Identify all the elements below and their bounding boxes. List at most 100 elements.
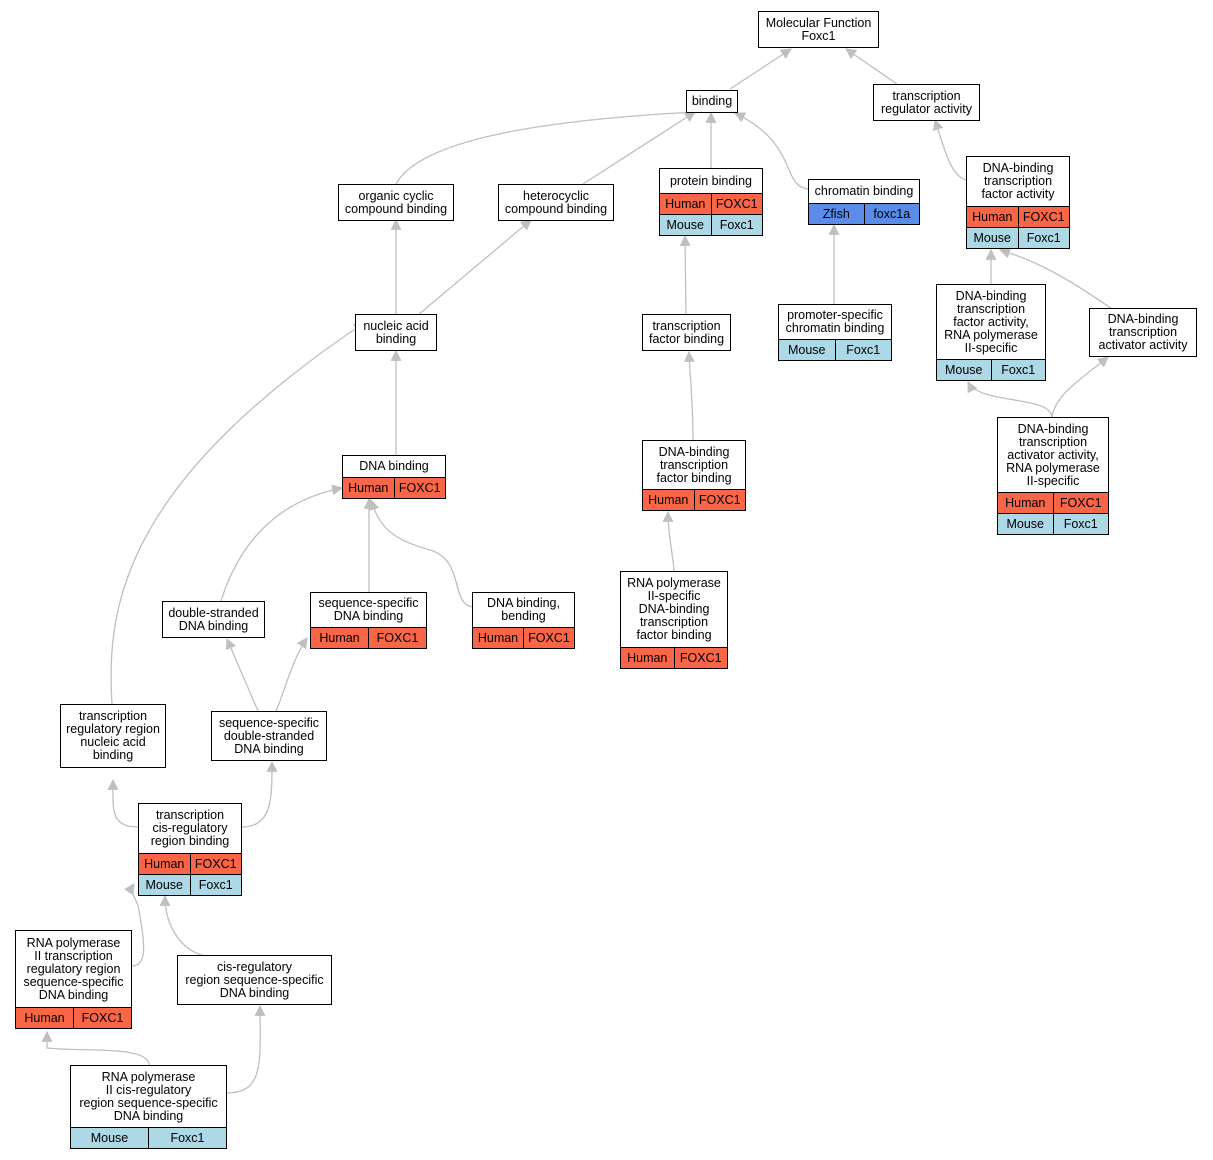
node-title-line: DNA binding xyxy=(113,1108,184,1123)
node-title-line: compound binding xyxy=(504,201,608,216)
species-label: Human xyxy=(348,481,389,495)
species-row-human: Human FOXC1 xyxy=(473,627,574,648)
species-label: Mouse xyxy=(90,1131,129,1145)
edge-pol2-cis-to-pol2-trr xyxy=(41,1030,150,1066)
node-title-line: II-specific xyxy=(647,589,701,603)
node-title-line: RNA polymerase xyxy=(26,935,121,950)
node-title-line: factor binding xyxy=(636,628,712,642)
node-title-line: cis-regulatory xyxy=(152,821,228,835)
node-title-line: region sequence-specific xyxy=(185,972,324,987)
gene-symbol: FOXC1 xyxy=(523,628,574,648)
edge-binding-to-mf xyxy=(729,48,792,90)
edge-dbtaa-pol2-to-dbtaa xyxy=(1051,356,1109,418)
gene-symbol: Foxc1 xyxy=(1017,228,1070,248)
edge-ss-ds-to-ds xyxy=(225,637,259,712)
edge-dbtfa-to-trans-reg xyxy=(932,118,967,181)
node-title-line: DNA-binding xyxy=(638,602,710,616)
node-title-line: II-specific xyxy=(1026,473,1080,488)
species-label: Human xyxy=(477,631,519,645)
edge-hetero-to-binding xyxy=(582,111,696,185)
edge-ds-to-dna xyxy=(220,484,344,602)
node-title-line: transcription xyxy=(652,318,721,333)
node-binding[interactable]: binding xyxy=(686,90,738,113)
edge-chromatin-to-binding xyxy=(734,112,809,190)
gene-symbol: FOXC1 xyxy=(1052,493,1109,513)
node-title: DNA binding,bending xyxy=(473,593,574,627)
gene-symbol: FOXC1 xyxy=(710,194,763,214)
node-title-line: transcription xyxy=(956,301,1026,316)
node-title-line: nucleic acid xyxy=(80,735,146,749)
species-label: Mouse xyxy=(973,231,1012,245)
node-title-line: organic cyclic xyxy=(358,188,434,203)
node-title-line: double-stranded xyxy=(168,605,259,620)
node-title: protein binding xyxy=(660,169,762,193)
node-title-line: factor binding xyxy=(648,331,725,346)
node-title-line: factor activity, xyxy=(953,314,1029,329)
edge-dbtaa-pol2-to-dbtfa-pol2 xyxy=(967,381,1053,418)
node-title-line: compound binding xyxy=(344,201,448,216)
node-title-line: transcription xyxy=(892,88,961,103)
species-row-mouse: Mouse Foxc1 xyxy=(967,227,1069,248)
node-title-line: sequence-specific xyxy=(23,974,124,989)
node-title-line: DNA binding xyxy=(38,987,109,1002)
node-title-line: transcription xyxy=(659,457,729,472)
node-title-line: DNA binding xyxy=(359,459,429,473)
node-title-line: transcription xyxy=(78,709,148,723)
node-title-line: activator activity, xyxy=(1007,447,1099,462)
node-title-line: regulator activity xyxy=(880,101,972,116)
node-title-line: Molecular Function xyxy=(765,15,872,30)
node-title-line: Foxc1 xyxy=(801,28,836,43)
node-title-line: RNA polymerase xyxy=(944,327,1038,342)
node-title-line: DNA-binding xyxy=(1017,421,1089,436)
node-title-line: nucleic acid xyxy=(363,318,429,333)
node-title-line: RNA polymerase xyxy=(1006,460,1100,475)
gene-symbol: Foxc1 xyxy=(1052,514,1109,534)
species-label: Human xyxy=(648,493,689,507)
